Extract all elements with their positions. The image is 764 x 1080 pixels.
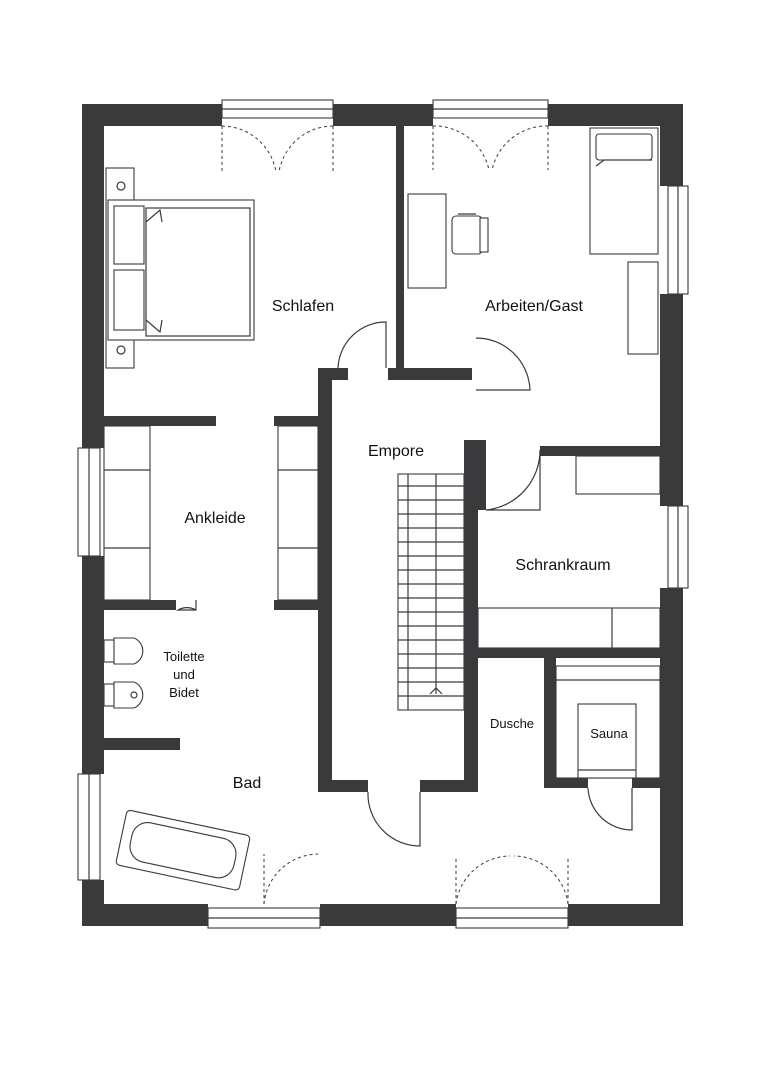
label-arbeiten-gast: Arbeiten/Gast [485, 298, 583, 315]
label-schlafen: Schlafen [272, 298, 334, 315]
staircase [397, 473, 465, 711]
sauna-box [555, 665, 661, 779]
doors [175, 321, 633, 847]
cabinets [477, 455, 661, 649]
label-toilette-2: und [173, 667, 195, 682]
windows [77, 99, 689, 929]
label-toilette-3: Bidet [169, 685, 199, 700]
bed [105, 167, 255, 369]
label-empore: Empore [368, 443, 424, 460]
interior-walls [104, 126, 660, 792]
label-sauna: Sauna [590, 726, 628, 741]
guest-bed [589, 127, 659, 355]
window-swings [221, 125, 569, 905]
label-ankleide: Ankleide [184, 510, 245, 527]
label-dusche: Dusche [490, 716, 534, 731]
toilet-bidet [103, 637, 144, 709]
desk [407, 193, 489, 289]
room-labels: Schlafen Arbeiten/Gast Empore Ankleide S… [163, 298, 628, 792]
label-toilette-1: Toilette [163, 649, 204, 664]
label-schrankraum: Schrankraum [515, 557, 610, 574]
label-bad: Bad [233, 775, 261, 792]
wardrobes [103, 425, 319, 601]
exterior-walls [82, 104, 683, 926]
bathtub [115, 809, 251, 891]
